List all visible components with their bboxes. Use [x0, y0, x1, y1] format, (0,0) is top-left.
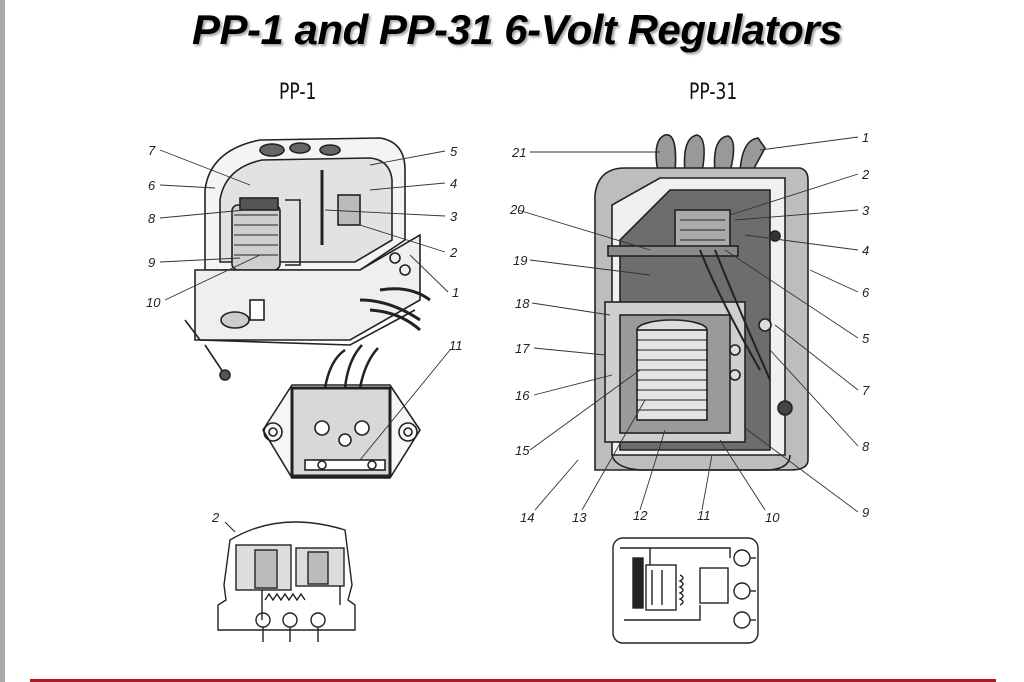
pp31-callout-2: 2: [861, 167, 870, 182]
pp31-leader-lines: [517, 136, 859, 513]
pp31-callout-14: 14: [520, 510, 534, 525]
pp31-callout-5: 5: [862, 331, 870, 346]
pp31-callout-10: 10: [765, 510, 780, 525]
pp1-schematic: [217, 521, 356, 642]
pp1-terminal-box-drawing: [262, 344, 421, 479]
pp1-cutaway-drawing: [184, 137, 431, 381]
pp31-callouts: 21 20 19 18 17 16 15 14 13 12 11 10 1 2 …: [509, 130, 870, 525]
pp31-callout-6: 6: [862, 285, 870, 300]
pp31-callout-19: 19: [513, 253, 527, 268]
pp1-callout-11: 11: [449, 338, 463, 353]
pp31-heading: PP-31: [689, 80, 738, 105]
pp1-callout-4: 4: [450, 176, 457, 191]
pp31-callout-11: 11: [697, 508, 711, 523]
pp31-callout-21: 21: [511, 145, 526, 160]
pp1-callouts: 7 6 8 9 10 5 4 3 2 1 11 2: [146, 143, 463, 525]
pp1-callout-8: 8: [148, 211, 156, 226]
pp31-callout-1: 1: [862, 130, 869, 145]
pp31-callout-12: 12: [633, 508, 648, 523]
pp31-callout-16: 16: [515, 388, 530, 403]
pp1-leader-lines: [159, 149, 451, 461]
pp1-callout-6: 6: [148, 178, 156, 193]
pp1-callout-3: 3: [450, 209, 458, 224]
pp1-callout-7: 7: [148, 143, 156, 158]
pp31-callout-3: 3: [862, 203, 870, 218]
pp1-callout-2: 2: [449, 245, 458, 260]
pp31-callout-7: 7: [862, 383, 870, 398]
pp31-callout-20: 20: [509, 202, 525, 217]
pp31-schematic: [612, 537, 759, 644]
pp31-callout-18: 18: [515, 296, 530, 311]
pp31-callout-17: 17: [515, 341, 530, 356]
pp1-callout-9: 9: [148, 255, 155, 270]
footer-rule: [30, 679, 996, 682]
window-left-edge: [0, 0, 5, 682]
slide-title: PP-1 and PP-31 6-Volt Regulators: [192, 6, 842, 53]
pp31-callout-9: 9: [862, 505, 869, 520]
pp1-callout-1: 1: [452, 285, 459, 300]
pp31-callout-13: 13: [572, 510, 587, 525]
pp1-callout-10: 10: [146, 295, 161, 310]
pp31-callout-15: 15: [515, 443, 530, 458]
pp1-callout-5: 5: [450, 144, 458, 159]
pp31-callout-4: 4: [862, 243, 869, 258]
pp31-callout-8: 8: [862, 439, 870, 454]
pp31-cutaway-drawing: [594, 134, 809, 471]
pp1-heading: PP-1: [279, 80, 317, 105]
pp1-schematic-callout-2: 2: [211, 510, 220, 525]
